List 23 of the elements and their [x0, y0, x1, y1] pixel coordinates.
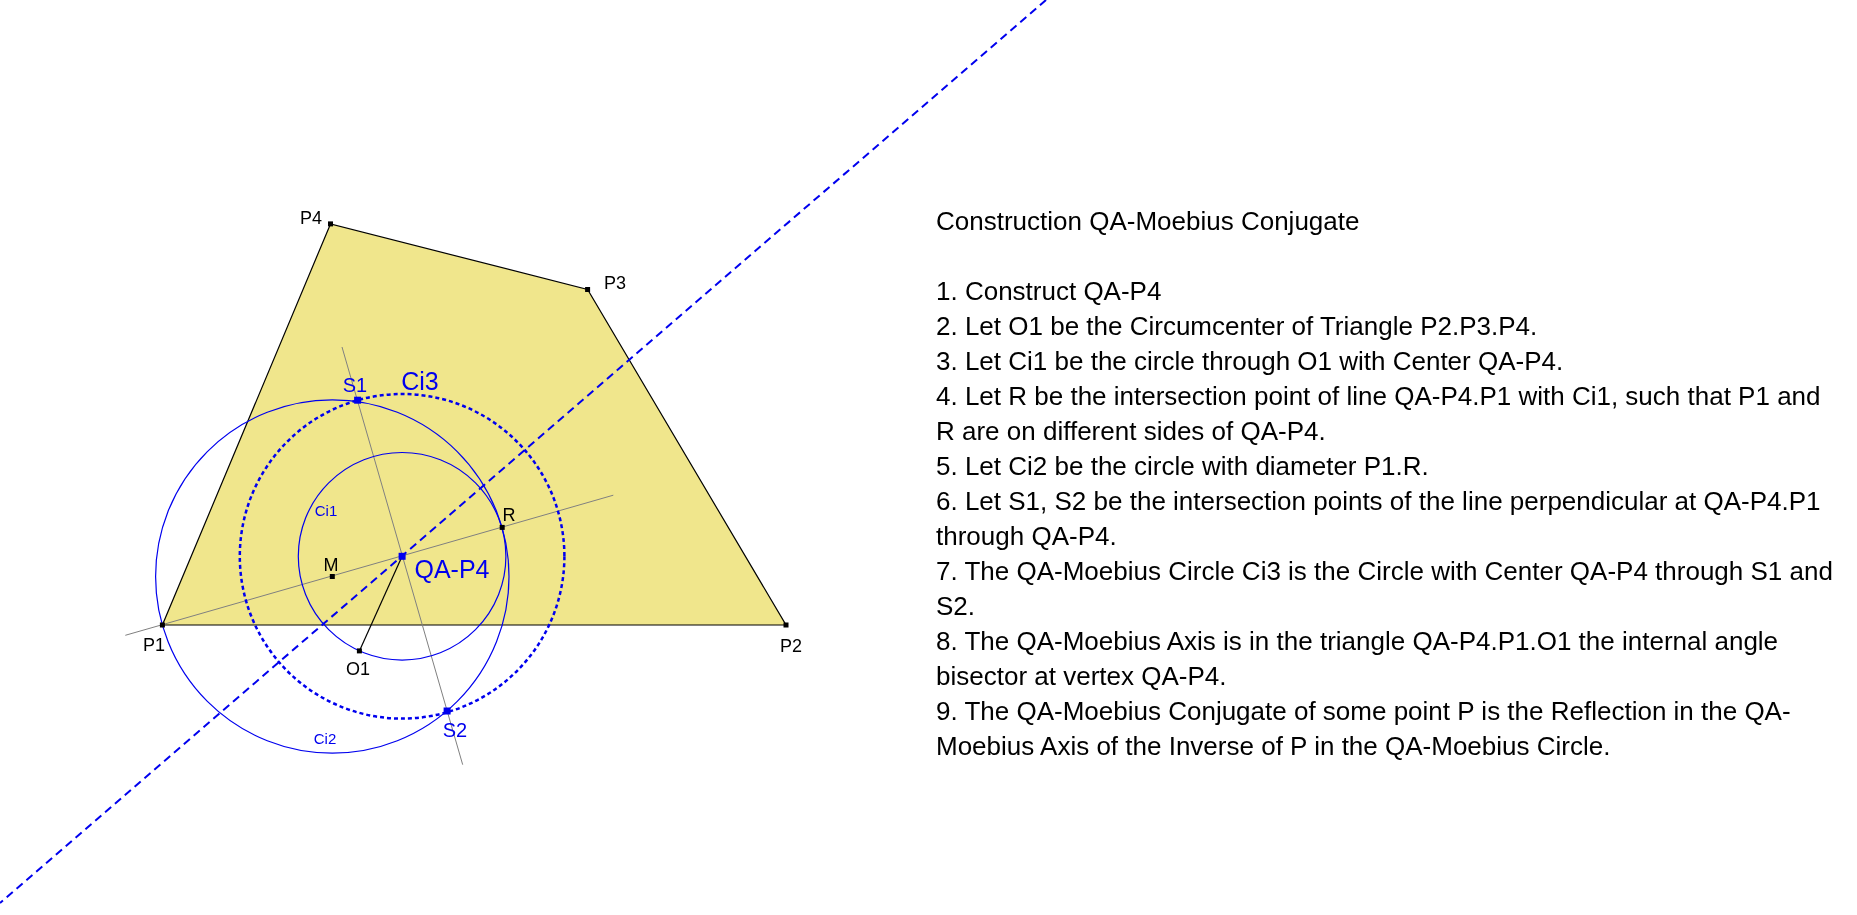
- circle-label: Ci2: [313, 730, 337, 746]
- point-label: S2: [442, 720, 468, 740]
- point-label: P2: [780, 637, 802, 655]
- step-text: 4. Let R be the intersection point of line QA-P4.P1 with Ci1, such that P1 and R are on different sides of QA-P4.: [936, 380, 1822, 448]
- point-label: S1: [342, 375, 368, 395]
- circle-label: Ci3: [401, 368, 439, 394]
- point-label: P4: [300, 209, 322, 227]
- point-label: M: [323, 556, 339, 574]
- step-text: 8. The QA-Moebius Axis is in the triangle QA-P4.P1.O1 the internal angle bisector at vertex QA-P4.: [936, 625, 1780, 693]
- title: Construction QA-Moebius Conjugate: [936, 205, 1361, 238]
- point-label: P3: [604, 274, 626, 292]
- circle-label: Ci1: [314, 502, 338, 518]
- point-label: R: [502, 506, 516, 524]
- point-label: P1: [143, 636, 165, 654]
- step-text: 6. Let S1, S2 be the intersection points of the line perpendicular at QA-P4.P1 through QA-P4.: [936, 485, 1822, 553]
- step-text: 1. Construct QA-P4: [936, 275, 1163, 308]
- step-text: 2. Let O1 be the Circumcenter of Triangle P2.P3.P4.: [936, 310, 1539, 343]
- step-text: 5. Let Ci2 be the circle with diameter P1.R.: [936, 450, 1430, 483]
- step-text: 3. Let Ci1 be the circle through O1 with Center QA-P4.: [936, 345, 1565, 378]
- point-label: O1: [346, 660, 370, 678]
- step-text: 9. The QA-Moebius Conjugate of some point P is the Reflection in the QA-Moebius Axis of the Inverse of P in the QA-Moebius Circle.: [936, 695, 1792, 763]
- step-text: 7. The QA-Moebius Circle Ci3 is the Circle with Center QA-P4 through S1 and S2.: [936, 555, 1834, 623]
- point-label: QA-P4: [414, 556, 490, 582]
